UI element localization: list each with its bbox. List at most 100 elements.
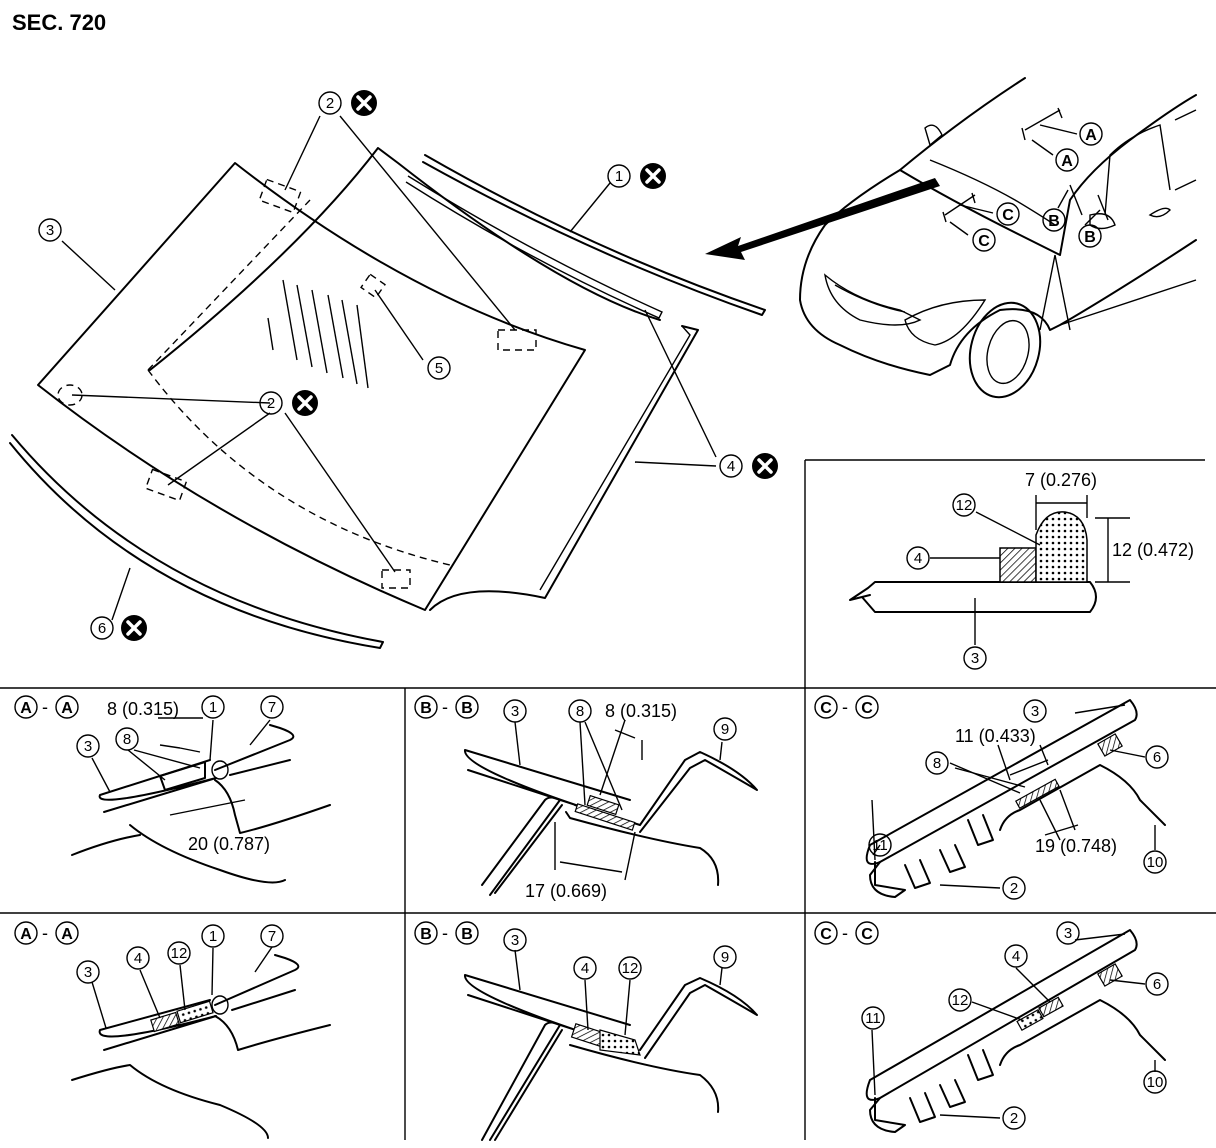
section-marker-b-right: B <box>1078 224 1102 248</box>
view-arrow <box>705 178 940 260</box>
svg-text:3: 3 <box>971 650 979 667</box>
section-marker-c-upper: C <box>996 202 1020 226</box>
callout-8-bb: 8 <box>568 699 592 723</box>
svg-text:12: 12 <box>622 960 639 977</box>
callout-10-cc-lower: 10 <box>1143 1070 1167 1094</box>
cowl-moulding <box>9 434 384 649</box>
leader-lines <box>61 115 717 621</box>
svg-text:3: 3 <box>1031 703 1039 720</box>
svg-text:11: 11 <box>865 1010 881 1027</box>
bb-spacer-dimension: 8 (0.315) <box>605 701 677 721</box>
svg-text:B: B <box>461 700 473 717</box>
callout-7-aa: 7 <box>260 695 284 719</box>
do-not-reuse-icon <box>119 613 149 643</box>
svg-text:8: 8 <box>576 703 584 720</box>
section-a-a-spacer: A - A 8 (0.315) 20 (0.787) 1 7 <box>14 695 331 884</box>
svg-text:4: 4 <box>1012 948 1020 965</box>
svg-text:5: 5 <box>435 360 443 377</box>
svg-text:10: 10 <box>1147 854 1164 871</box>
svg-text:C: C <box>1002 207 1014 224</box>
svg-text:3: 3 <box>511 932 519 949</box>
sun-band-lines <box>267 279 369 389</box>
callout-12-detail: 12 <box>952 493 976 517</box>
callout-9-bb: 9 <box>713 717 737 741</box>
panel-borders <box>0 459 1216 1140</box>
svg-text:4: 4 <box>914 550 922 567</box>
section-a-a-bead: A - A 3 4 12 <box>14 921 331 1139</box>
svg-text:2: 2 <box>1010 1110 1018 1127</box>
svg-text:4: 4 <box>581 960 589 977</box>
svg-text:C: C <box>978 233 990 250</box>
callout-2-cc: 2 <box>1002 876 1026 900</box>
adhesive-bead-detail: 7 (0.276) 12 (0.472) 12 4 3 <box>849 470 1194 670</box>
callout-12-bb-lower: 12 <box>618 956 642 980</box>
dam-rubber <box>149 147 699 611</box>
svg-text:B: B <box>420 926 432 943</box>
callout-4-cc-lower: 4 <box>1004 944 1028 968</box>
callout-10-cc: 10 <box>1143 850 1167 874</box>
section-title: SEC. 720 <box>12 10 106 35</box>
callout-1-aa-lower: 1 <box>201 924 225 948</box>
svg-text:6: 6 <box>1153 749 1161 766</box>
cc-spacer-dimension: 11 (0.433) <box>955 726 1036 746</box>
spacer-top <box>258 178 302 214</box>
urethane-bead <box>1035 511 1088 583</box>
windshield-exploded-view: 3 2 2 5 1 4 6 <box>9 88 780 649</box>
car-illustration: A A C C B B <box>705 77 1197 399</box>
callout-3-bb-lower: 3 <box>503 928 527 952</box>
svg-text:A: A <box>61 926 73 943</box>
callout-3-detail: 3 <box>963 646 987 670</box>
callout-3-aa: 3 <box>76 734 100 758</box>
section-b-b-bead: B - B 3 4 12 9 <box>414 921 758 1141</box>
section-c-c-spacer: C - C 11 (0.433) 19 (0.748) <box>814 695 1169 900</box>
svg-text:11: 11 <box>872 837 888 854</box>
svg-text:A: A <box>1085 127 1097 144</box>
callout-4-bb-lower: 4 <box>573 956 597 980</box>
svg-text:1: 1 <box>209 699 217 716</box>
svg-text:6: 6 <box>98 620 106 637</box>
callout-3-main: 3 <box>38 218 62 242</box>
svg-text:A: A <box>20 700 32 717</box>
callout-8-aa: 8 <box>115 727 139 751</box>
clip-5 <box>360 273 386 299</box>
bead-width-dimension: 7 (0.276) <box>1025 470 1097 490</box>
spacer-right <box>497 329 537 351</box>
svg-text:3: 3 <box>84 738 92 755</box>
windshield-glass <box>37 162 586 611</box>
do-not-reuse-icon <box>290 388 320 418</box>
callout-2-top: 2 <box>318 88 379 118</box>
callout-12-aa-lower: 12 <box>167 941 191 965</box>
section-marker-a-lower: A <box>1055 148 1079 172</box>
section-label-b-b: B - B <box>414 695 479 719</box>
svg-text:A: A <box>20 926 32 943</box>
do-not-reuse-icon <box>349 88 379 118</box>
callout-8-cc: 8 <box>925 751 949 775</box>
svg-text:B: B <box>1084 229 1096 246</box>
bead-height-dimension: 12 (0.472) <box>1112 540 1194 560</box>
svg-text:-: - <box>842 697 848 717</box>
callout-3-cc: 3 <box>1023 699 1047 723</box>
callout-6-main: 6 <box>90 613 149 643</box>
callout-3-cc-lower: 3 <box>1056 921 1080 945</box>
svg-text:-: - <box>842 923 848 943</box>
section-label-c-c: C - C <box>814 695 879 719</box>
section-label-a-a-lower: A - A <box>14 921 79 945</box>
section-marker-b-left: B <box>1042 208 1066 232</box>
aa-offset-dimension: 20 (0.787) <box>188 834 270 854</box>
svg-text:-: - <box>42 923 48 943</box>
svg-text:3: 3 <box>84 964 92 981</box>
svg-text:C: C <box>861 700 873 717</box>
svg-text:8: 8 <box>933 755 941 772</box>
svg-text:12: 12 <box>956 497 973 514</box>
svg-text:B: B <box>461 926 473 943</box>
svg-text:7: 7 <box>268 699 276 716</box>
do-not-reuse-icon <box>750 451 780 481</box>
svg-text:B: B <box>1048 213 1060 230</box>
callout-4-aa-lower: 4 <box>126 946 150 970</box>
svg-text:A: A <box>1061 153 1073 170</box>
section-label-a-a: A - A <box>14 695 79 719</box>
callout-7-aa-lower: 7 <box>260 924 284 948</box>
section-marker-c-lower: C <box>972 228 996 252</box>
cc-offset-dimension: 19 (0.748) <box>1035 836 1117 856</box>
svg-text:4: 4 <box>727 458 735 475</box>
